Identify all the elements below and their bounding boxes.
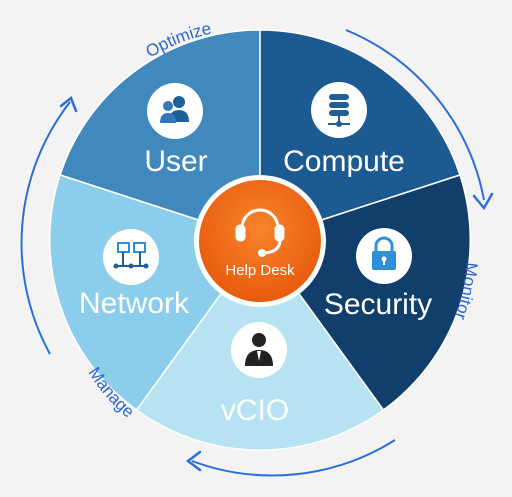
security-badge [356, 228, 412, 284]
segment-label-security: Security [324, 288, 432, 321]
segment-label-compute: Compute [283, 145, 405, 178]
compute-badge [311, 82, 367, 138]
users-icon [160, 96, 189, 123]
arrow-heads [59, 95, 494, 472]
arrowhead-right-icon [472, 192, 494, 211]
network-icon [113, 242, 149, 269]
arrow-bottom [191, 439, 396, 477]
network-badge [103, 229, 159, 285]
arrowhead-left-icon [59, 95, 78, 113]
hub-label: Help Desk [225, 262, 295, 279]
segment-label-network: Network [79, 287, 190, 320]
help-desk-hub[interactable]: Help Desk [194, 175, 326, 307]
arrowhead-bottom-icon [185, 450, 202, 472]
cycle-arrows [20, 29, 485, 477]
database-icon [328, 94, 350, 127]
arrow-top-right [345, 29, 485, 201]
arrow-left [20, 101, 71, 355]
lock-icon [372, 236, 396, 270]
person-icon [245, 333, 273, 366]
segment-user[interactable] [59, 29, 261, 242]
headset-icon [235, 208, 285, 257]
segment-compute[interactable] [259, 29, 461, 242]
user-badge [147, 83, 203, 139]
segment-label-user: User [144, 145, 207, 178]
vcio-badge [231, 322, 287, 378]
segment-label-vcio: vCIO [221, 394, 289, 427]
